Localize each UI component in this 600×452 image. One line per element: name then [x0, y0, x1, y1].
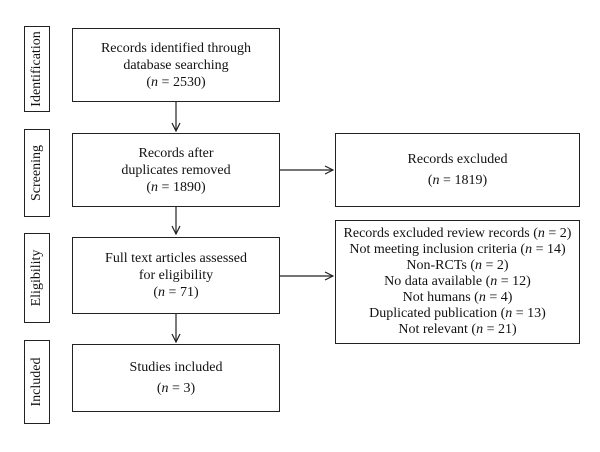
reason-not-relevant: Not relevant (n = 21) [398, 322, 517, 337]
reason-non-rcts: Non-RCTs (n = 2) [406, 258, 509, 273]
reason-duplicated-publication: Duplicated publication (n = 13) [369, 306, 546, 321]
stage-eligibility: Eligibility [24, 233, 50, 323]
reason-no-data: No data available (n = 12) [384, 274, 531, 289]
stage-included: Included [24, 340, 50, 424]
reason-review-records: Records excluded review records (n = 2) [343, 226, 572, 241]
box-after-duplicates-count: (n = 1890) [146, 179, 206, 195]
box-records-identified-line-2: database searching [123, 57, 229, 73]
box-full-text-line-2: for eligibility [138, 268, 214, 283]
stage-screening: Screening [24, 129, 50, 217]
box-after-duplicates-line-1: Records after [138, 145, 214, 161]
stage-eligibility-label: Eligibility [29, 249, 44, 307]
stage-identification-label: Identification [29, 31, 44, 107]
box-full-text-count: (n = 71) [153, 285, 199, 300]
box-excluded-line-1: Records excluded [407, 152, 508, 167]
stage-screening-label: Screening [29, 145, 44, 201]
box-records-identified: Records identified through database sear… [72, 28, 280, 102]
box-excluded-reasons: Records excluded review records (n = 2) … [335, 220, 580, 344]
box-included-line-1: Studies included [129, 360, 223, 375]
box-full-text-assessed: Full text articles assessed for eligibil… [72, 237, 280, 314]
box-records-after-duplicates: Records after duplicates removed (n = 18… [72, 133, 280, 207]
box-after-duplicates-line-2: duplicates removed [121, 162, 231, 178]
box-records-excluded: Records excluded (n = 1819) [335, 133, 580, 207]
reason-not-humans: Not humans (n = 4) [402, 290, 513, 305]
stage-identification: Identification [24, 26, 50, 112]
stage-included-label: Included [29, 357, 44, 407]
box-included-count: (n = 3) [156, 381, 196, 396]
box-records-identified-count: (n = 2530) [146, 74, 206, 90]
box-full-text-line-1: Full text articles assessed [105, 251, 247, 266]
box-excluded-count: (n = 1819) [427, 173, 488, 188]
box-studies-included: Studies included (n = 3) [72, 344, 280, 412]
box-records-identified-line-1: Records identified through [100, 40, 252, 56]
reason-not-meeting-criteria: Not meeting inclusion criteria (n = 14) [349, 242, 566, 257]
